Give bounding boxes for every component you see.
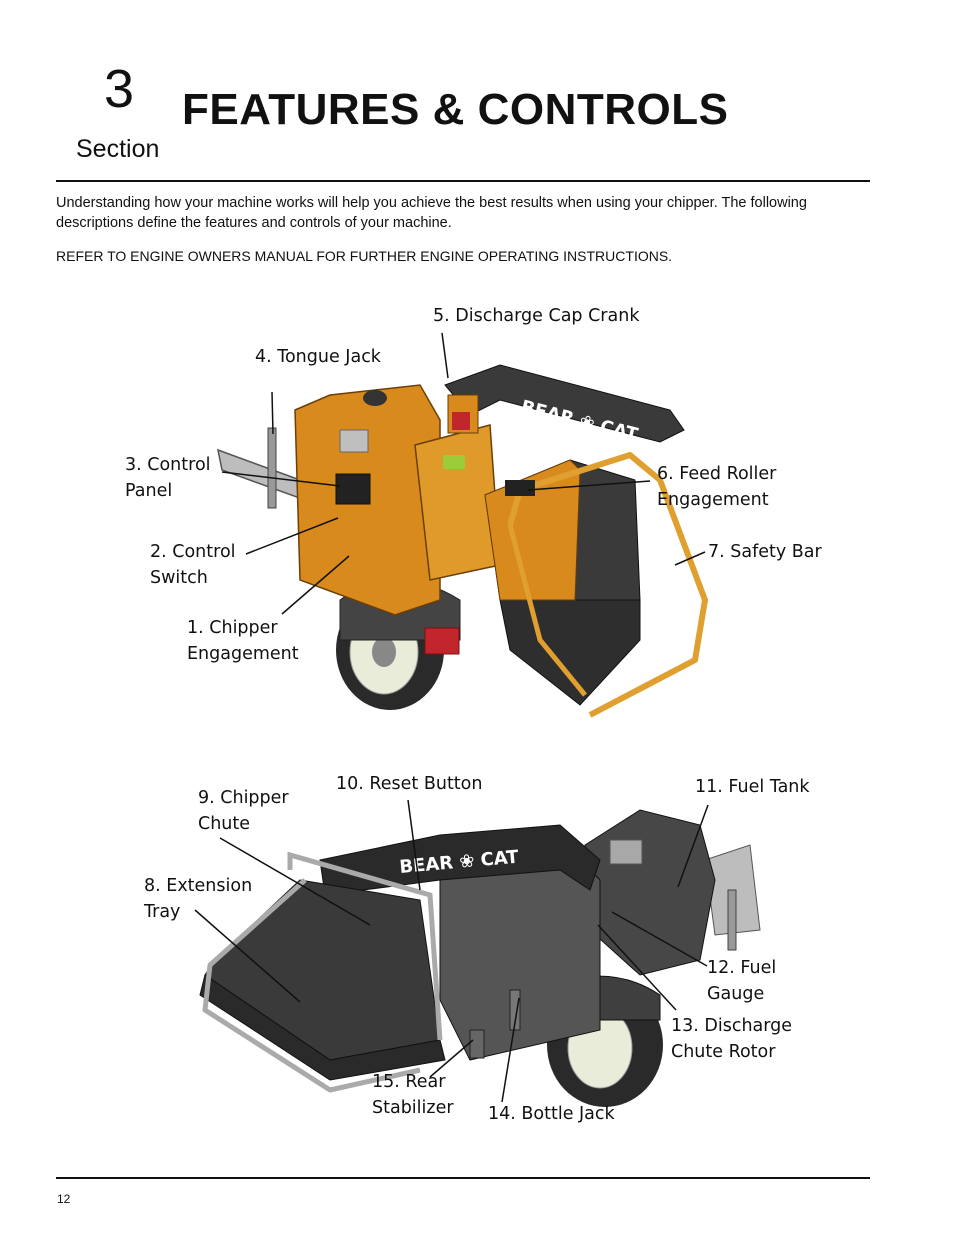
footer-rule <box>56 1177 870 1179</box>
label-reset-button: 10. Reset Button <box>336 774 483 794</box>
label-tongue-jack: 4. Tongue Jack <box>255 347 381 367</box>
page-title: FEATURES & CONTROLS <box>182 85 729 134</box>
label-safety-bar: 7. Safety Bar <box>708 542 822 562</box>
label-fuel-tank: 11. Fuel Tank <box>695 777 810 797</box>
engine-manual-note: REFER TO ENGINE OWNERS MANUAL FOR FURTHE… <box>56 248 673 264</box>
leader-lines-top <box>221 332 706 615</box>
intro-paragraph: Understanding how your machine works wil… <box>56 195 807 231</box>
leader-lines-bottom <box>194 799 709 1103</box>
section-number: 3 <box>104 59 135 119</box>
chipper-top-view-image: BEAR ❀ CAT <box>217 364 708 718</box>
label-bottle-jack: 14. Bottle Jack <box>488 1104 615 1124</box>
chipper-rear-view-image: BEAR ❀ CAT <box>199 809 761 1107</box>
header-rule <box>56 180 870 182</box>
page-number: 12 <box>57 1192 71 1206</box>
label-discharge-cap-crank: 5. Discharge Cap Crank <box>433 306 640 326</box>
section-word: Section <box>76 135 160 163</box>
